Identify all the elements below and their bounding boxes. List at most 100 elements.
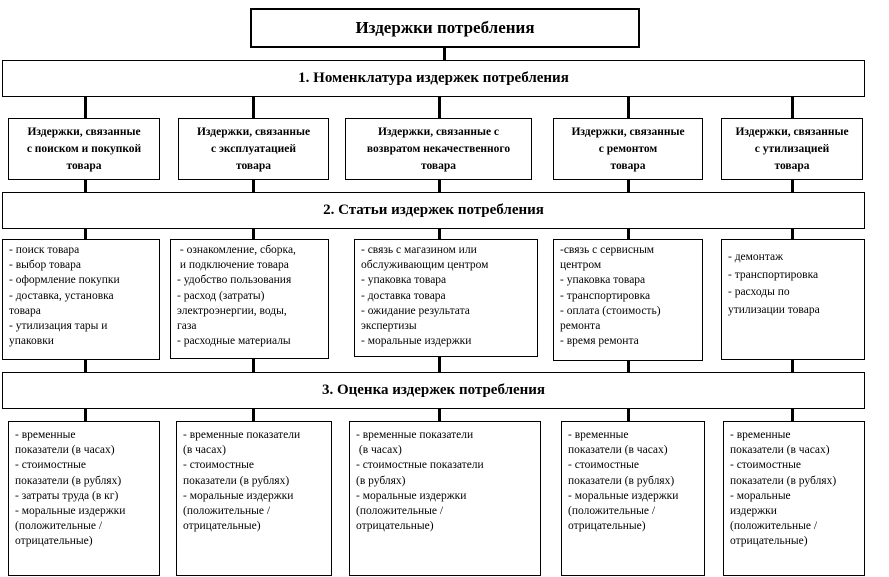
list-item: показатели (в часах): [15, 444, 115, 457]
list-item: - оформление покупки: [9, 274, 120, 287]
list-item: (положительные /: [183, 505, 271, 518]
list-item: показатели (в рублях): [15, 474, 122, 487]
list-item: - стоимостные: [730, 459, 802, 472]
list-item: показатели (в рублях): [183, 474, 290, 487]
connector-list-4-to-evaluation: [627, 361, 630, 372]
connector-evaluation-to-result-3: [438, 409, 441, 421]
connector-articles-to-list-4: [627, 229, 630, 239]
list-item: - стоимостные: [568, 459, 640, 472]
articles-list-search-purchase: - поиск товара - выбор товара - оформлен…: [2, 239, 160, 360]
list-item: (положительные /: [356, 505, 444, 518]
list-item: и подключение товара: [177, 259, 289, 272]
list-item: отрицательные): [183, 520, 261, 533]
evaluation-list-repair: - временные показатели (в часах) - стоим…: [561, 421, 705, 576]
category-return-defective: Издержки, связанные с возвратом некачеств…: [345, 118, 532, 180]
list-item: - транспортировка: [728, 268, 819, 281]
category-line: товара: [66, 159, 102, 172]
category-line: товара: [774, 159, 810, 172]
category-search-purchase: Издержки, связанные с поиском и покупкой т…: [8, 118, 160, 180]
diagram-title: Издержки потребления: [250, 8, 640, 48]
list-item: (положительные /: [568, 505, 656, 518]
list-item: - моральные издержки: [568, 489, 679, 502]
connector-list-5-to-evaluation: [791, 360, 794, 372]
list-item: - время ремонта: [560, 335, 639, 348]
connector-nomenclature-to-cat-1: [84, 97, 87, 118]
connector-articles-to-list-2: [252, 229, 255, 239]
list-item: упаковки: [9, 335, 54, 348]
category-line: товара: [420, 159, 457, 172]
list-item: - удобство пользования: [177, 274, 292, 287]
connector-cat-4-to-articles: [627, 180, 630, 192]
connector-nomenclature-to-cat-3: [438, 97, 441, 118]
list-item: - упаковка товара: [361, 274, 447, 287]
connector-cat-5-to-articles: [791, 180, 794, 192]
category-line: с ремонтом: [598, 142, 658, 155]
evaluation-list-return-defective: - временные показатели (в часах) - стоим…: [349, 421, 541, 576]
connector-cat-3-to-articles: [438, 180, 441, 192]
list-item: - демонтаж: [728, 251, 784, 263]
list-item: - моральные издержки: [356, 489, 467, 502]
category-line: Издержки, связанные с: [377, 125, 500, 138]
list-item: - доставка, установка: [9, 289, 114, 302]
list-item: отрицательные): [15, 535, 93, 548]
list-item: ремонта: [560, 320, 601, 333]
list-item: - стоимостные показатели: [356, 459, 484, 472]
category-line: товара: [610, 159, 646, 172]
list-item: -связь с сервисным: [560, 244, 655, 256]
list-item: (в часах): [356, 444, 402, 457]
category-line: Издержки, связанные: [27, 125, 141, 138]
list-item: - моральные издержки: [183, 489, 294, 502]
list-item: (положительные /: [730, 520, 818, 533]
connector-nomenclature-to-cat-2: [252, 97, 255, 118]
list-item: - стоимостные: [183, 459, 255, 472]
category-line: с утилизацией: [754, 142, 830, 155]
category-line: товара: [235, 159, 272, 172]
category-line: возвратом некачественного: [366, 142, 511, 155]
list-item: - оплата (стоимость): [560, 304, 661, 317]
category-line: с эксплуатацией: [210, 142, 297, 155]
list-item: - временные: [15, 429, 76, 441]
connector-evaluation-to-result-2: [252, 409, 255, 421]
category-line: Издержки, связанные: [196, 125, 311, 138]
connector-nomenclature-to-cat-5: [791, 97, 794, 118]
category-line: Издержки, связанные: [735, 125, 849, 138]
list-item: отрицательные): [730, 535, 808, 548]
list-item: - транспортировка: [560, 289, 651, 302]
list-item: - затраты труда (в кг): [15, 489, 119, 502]
connector-list-2-to-evaluation: [252, 359, 255, 372]
list-item: - ознакомление, сборка,: [177, 244, 296, 256]
connector-evaluation-to-result-4: [627, 409, 630, 421]
list-item: - стоимостные: [15, 459, 87, 472]
list-item: - утилизация тары и: [9, 320, 108, 333]
list-item: газа: [177, 320, 197, 333]
list-item: центром: [560, 259, 602, 272]
connector-articles-to-list-1: [84, 229, 87, 239]
section-articles: 2. Статьи издержек потребления: [2, 192, 865, 229]
list-item: издержки: [730, 505, 777, 518]
articles-list-disposal: - демонтаж - транспортировка - расходы п…: [721, 239, 865, 360]
list-item: - моральные издержки: [361, 335, 472, 348]
connector-evaluation-to-result-1: [84, 409, 87, 421]
articles-list-operation: - ознакомление, сборка, и подключение то…: [170, 239, 329, 359]
category-operation: Издержки, связанные с эксплуатацией товара: [178, 118, 329, 180]
list-item: товара: [9, 304, 41, 317]
list-item: - расход (затраты): [177, 289, 265, 302]
connector-articles-to-list-3: [438, 229, 441, 239]
articles-list-return-defective: - связь с магазином или обслуживающим це…: [354, 239, 538, 357]
list-item: - расходные материалы: [177, 335, 291, 348]
list-item: (в рублях): [356, 474, 406, 487]
evaluation-list-operation: - временные показатели (в часах) - стоим…: [176, 421, 332, 576]
list-item: - временные: [730, 429, 791, 441]
list-item: - поиск товара: [9, 244, 80, 256]
list-item: - упаковка товара: [560, 274, 646, 287]
list-item: (в часах): [183, 444, 226, 457]
list-item: отрицательные): [356, 520, 434, 533]
list-item: - временные показатели: [183, 429, 301, 441]
category-line: с поиском и покупкой: [26, 142, 142, 155]
connector-list-1-to-evaluation: [84, 360, 87, 372]
list-item: - моральные издержки: [15, 505, 126, 518]
section-evaluation: 3. Оценка издержек потребления: [2, 372, 865, 409]
list-item: утилизации товара: [728, 303, 820, 316]
connector-title-to-nomenclature: [443, 48, 446, 60]
